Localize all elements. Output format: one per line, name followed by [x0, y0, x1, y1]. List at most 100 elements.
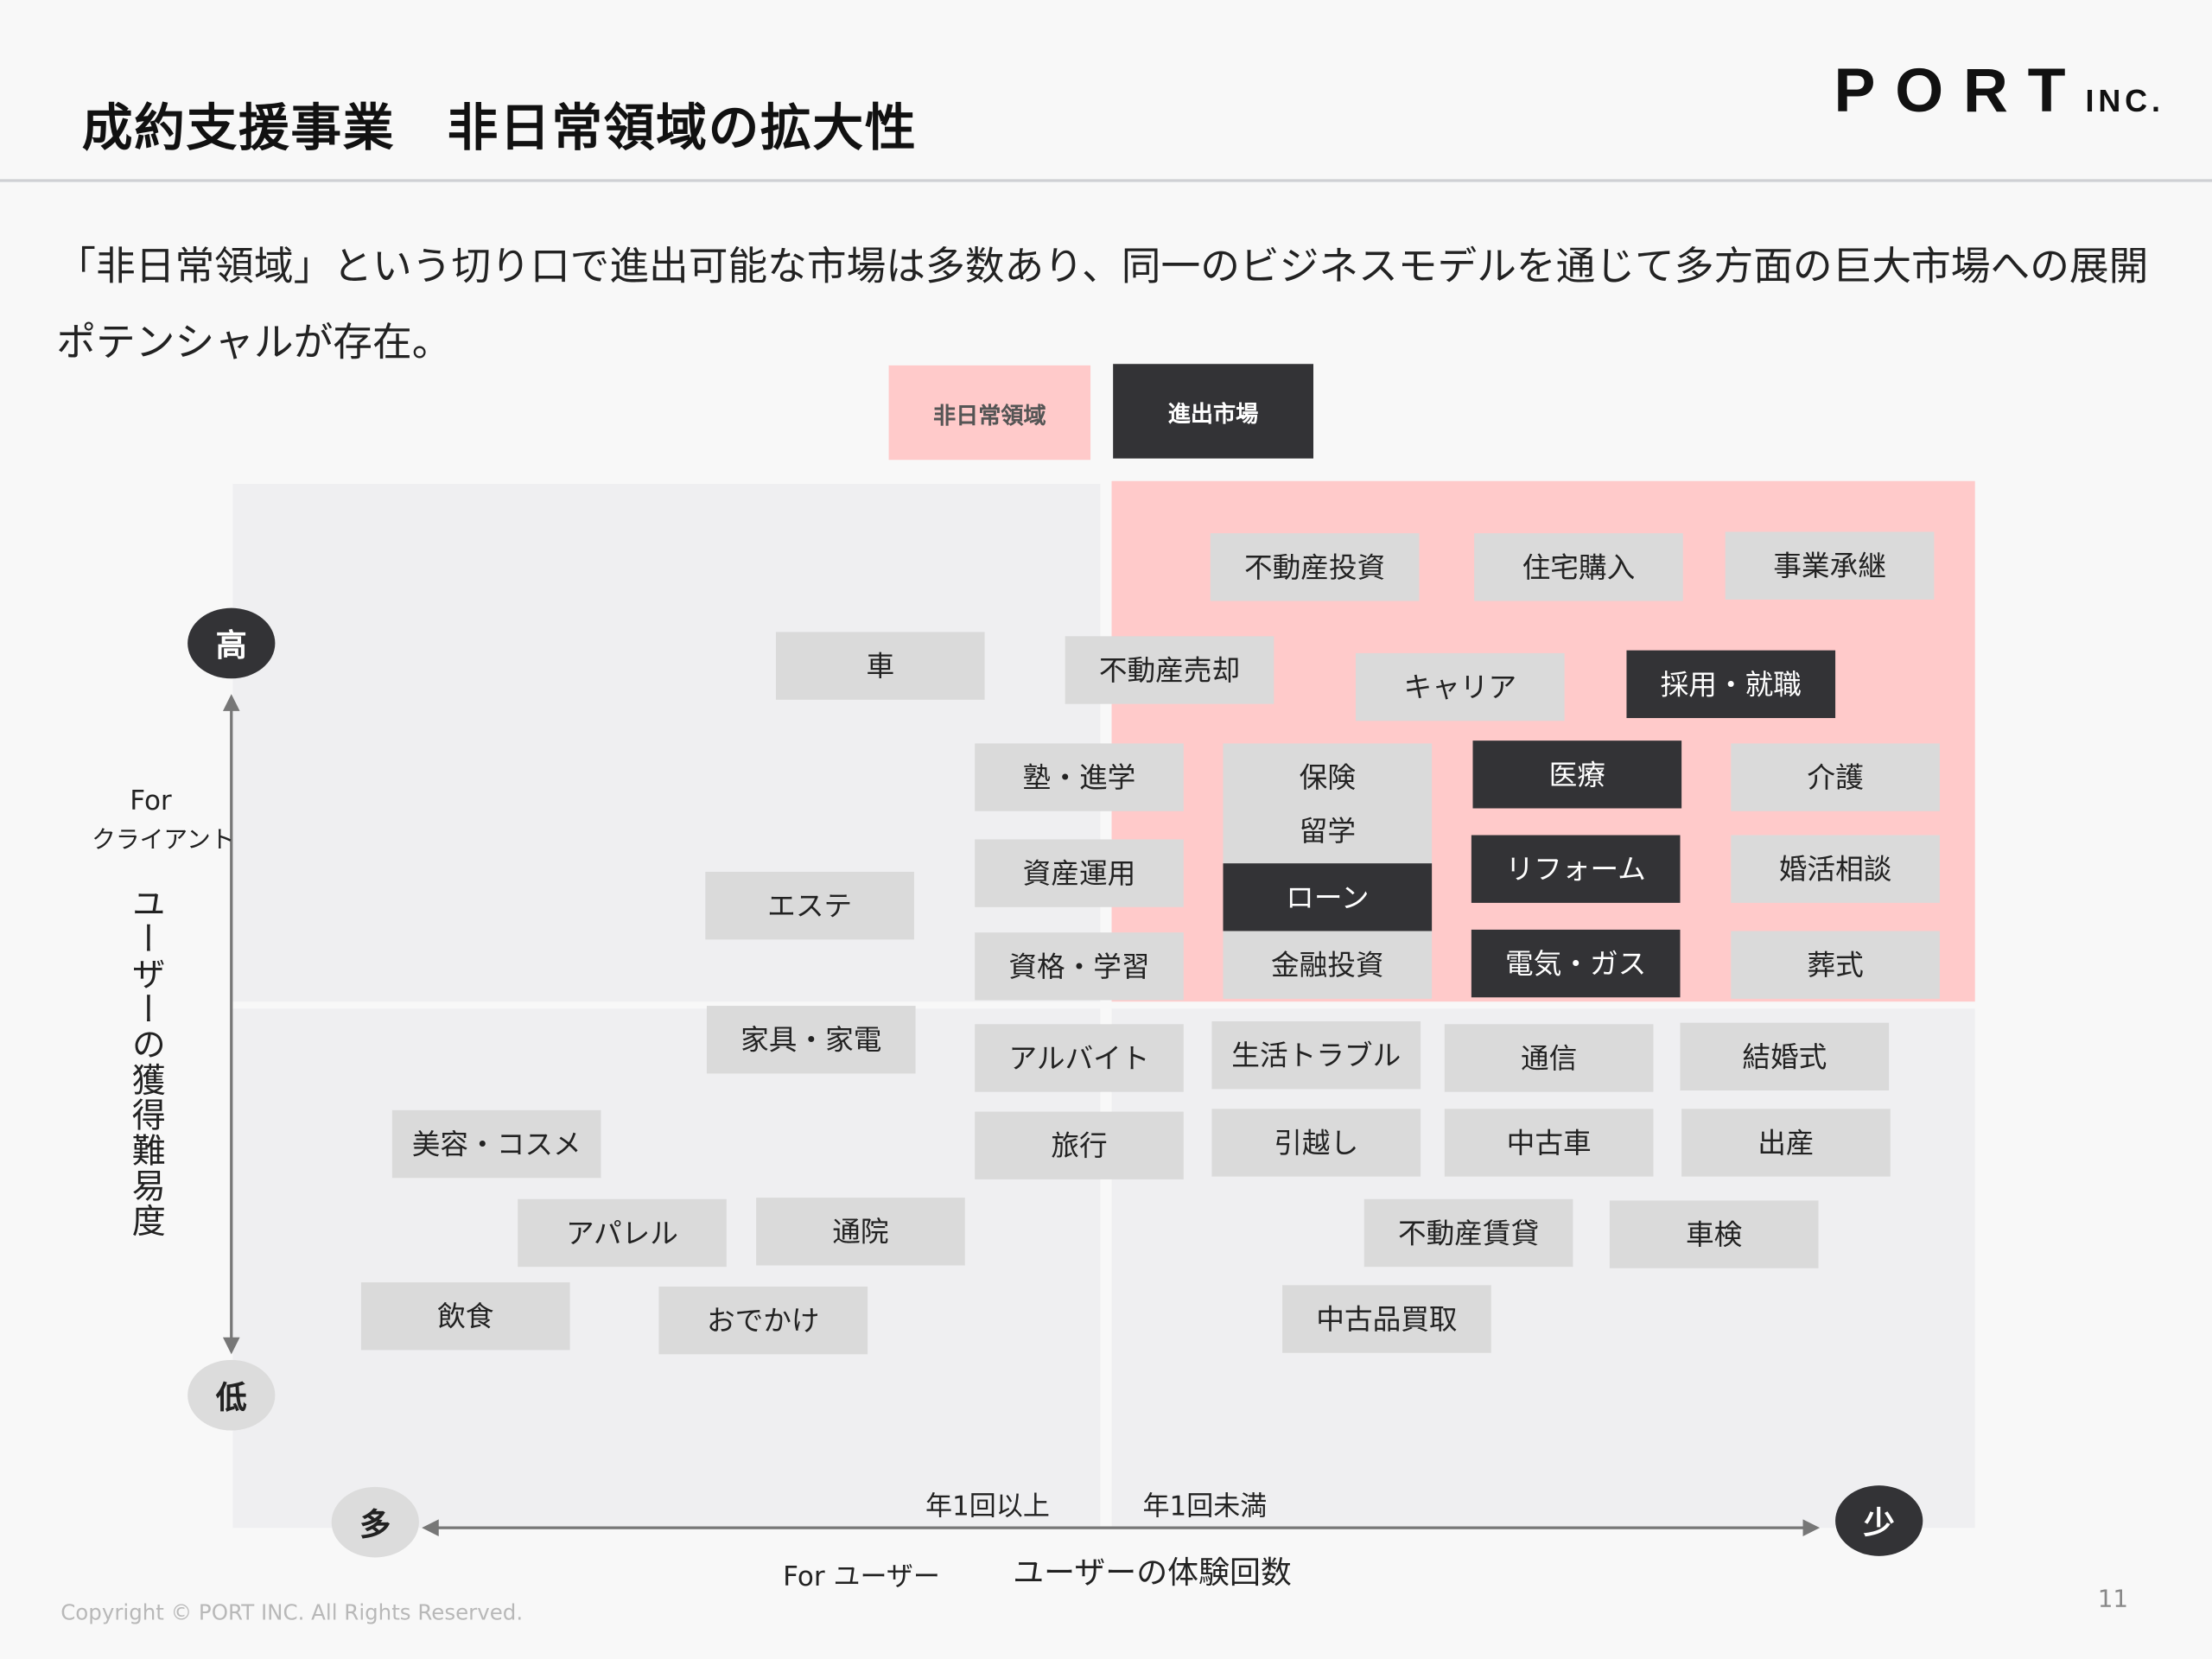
- market-box: 中古車: [1444, 1109, 1654, 1177]
- market-label: 事業承継: [1773, 549, 1886, 583]
- market-label: 通院: [832, 1214, 889, 1249]
- logo-main: PORT: [1834, 56, 2086, 126]
- market-box: 保険留学: [1223, 743, 1433, 865]
- market-box: 金融投資: [1223, 931, 1433, 999]
- market-label: アルバイト: [1008, 1040, 1150, 1076]
- market-label: 中古車: [1506, 1125, 1592, 1160]
- market-label: キャリア: [1403, 670, 1517, 704]
- market-label: 飲食: [437, 1299, 494, 1333]
- market-label: ローン: [1286, 880, 1370, 914]
- market-label: 家具・家電: [741, 1022, 882, 1057]
- x-many-badge: 多: [331, 1486, 419, 1558]
- market-box: 飲食: [360, 1282, 570, 1351]
- market-box: 葬式: [1731, 931, 1940, 999]
- market-box: ローン: [1223, 863, 1433, 931]
- market-label: 通信: [1520, 1040, 1578, 1076]
- market-label: 資産運用: [1022, 856, 1136, 891]
- market-label: 結婚式: [1742, 1039, 1827, 1074]
- market-label: 住宅購入: [1522, 550, 1636, 584]
- x-axis-title: ユーザーの体験回数: [1013, 1555, 1292, 1592]
- market-box: キャリア: [1355, 652, 1565, 721]
- y-axis-line: [230, 705, 233, 1341]
- market-box: 不動産投資: [1210, 533, 1420, 601]
- market-box: 車検: [1609, 1200, 1819, 1268]
- quadrant-bottom-right: [1111, 1008, 1975, 1529]
- legend-non-daily: 非日常領域: [888, 365, 1091, 461]
- market-label: 医療: [1548, 757, 1605, 791]
- header-divider: [0, 179, 2212, 182]
- y-high-badge: 高: [188, 607, 276, 679]
- market-label: 不動産売却: [1098, 652, 1241, 688]
- market-label: 中古品買取: [1316, 1301, 1458, 1337]
- market-box: 資格・学習: [975, 932, 1184, 1001]
- market-label: 電気・ガス: [1505, 946, 1647, 981]
- market-label: 不動産賃貸: [1397, 1216, 1540, 1250]
- market-box: 引越し: [1211, 1109, 1421, 1177]
- market-box: 婚活相談: [1731, 835, 1940, 903]
- market-box: 資産運用: [975, 839, 1184, 907]
- market-label: 採用・就職: [1660, 667, 1802, 702]
- market-box: リフォーム: [1471, 835, 1681, 903]
- market-label: 資格・学習: [1008, 949, 1150, 983]
- market-box: アルバイト: [975, 1024, 1184, 1092]
- arrow-down-icon: [222, 1337, 240, 1355]
- market-box: 不動産賃貸: [1363, 1198, 1573, 1268]
- market-box: 旅行: [975, 1111, 1184, 1179]
- page-title: 成約支援事業 非日常領域の拡大性: [81, 99, 918, 158]
- market-label: 旅行: [1051, 1128, 1108, 1163]
- market-label: 葬式: [1807, 948, 1864, 982]
- market-box: 通院: [756, 1198, 965, 1266]
- page-number: 11: [2097, 1586, 2129, 1614]
- market-box: 介護: [1731, 743, 1940, 811]
- y-low-badge: 低: [188, 1359, 276, 1431]
- market-box: アパレル: [518, 1198, 727, 1268]
- market-label: 留学: [1299, 814, 1356, 849]
- market-box: 生活トラブル: [1211, 1021, 1421, 1090]
- market-box: 医療: [1472, 741, 1682, 809]
- market-box: 不動産売却: [1065, 636, 1274, 704]
- quadrant-bottom-left: [232, 1008, 1101, 1529]
- market-box: 家具・家電: [706, 1006, 916, 1074]
- market-label: 生活トラブル: [1231, 1038, 1402, 1072]
- market-label: リフォーム: [1505, 852, 1646, 887]
- market-label: アパレル: [565, 1216, 678, 1250]
- market-label: 出産: [1758, 1125, 1815, 1160]
- arrow-up-icon: [222, 694, 240, 711]
- arrow-right-icon: [1802, 1519, 1821, 1536]
- y-for-client-label: クライアント: [92, 826, 235, 855]
- market-box: 住宅購入: [1474, 533, 1683, 601]
- market-label: おでかけ: [706, 1303, 820, 1338]
- market-box: 通信: [1444, 1024, 1654, 1092]
- copyright: Copyright © PORT INC. All Rights Reserve…: [60, 1599, 524, 1625]
- market-label: 介護: [1807, 760, 1864, 795]
- x-for-user-label: For ユーザー: [783, 1561, 940, 1593]
- market-box: 採用・就職: [1626, 650, 1836, 719]
- legend-entered-market: 進出市場: [1113, 364, 1313, 459]
- market-label: 婚活相談: [1778, 852, 1892, 887]
- market-box: 結婚式: [1680, 1022, 1890, 1091]
- market-label: 車検: [1686, 1217, 1743, 1252]
- y-for-label: For: [130, 785, 172, 817]
- x-left-label: 年1回以上: [925, 1491, 1050, 1522]
- lead-text: 「非日常領域」という切り口で進出可能な市場は多数あり、同一のビジネスモデルを通じ…: [56, 242, 2149, 365]
- market-box: 出産: [1681, 1109, 1891, 1177]
- market-label: 金融投資: [1271, 948, 1384, 982]
- market-box: 事業承継: [1725, 531, 1935, 600]
- market-box: おでかけ: [658, 1286, 868, 1355]
- market-label: 引越し: [1274, 1125, 1359, 1160]
- market-box: エステ: [705, 871, 914, 940]
- quadrant-top-left: [232, 483, 1101, 1002]
- market-label: 車: [866, 649, 895, 683]
- market-box: 塾・進学: [975, 743, 1184, 811]
- market-box: 電気・ガス: [1471, 929, 1681, 998]
- market-label: 塾・進学: [1022, 760, 1136, 795]
- x-right-label: 年1回未満: [1142, 1491, 1268, 1522]
- market-box: 美容・コスメ: [391, 1109, 601, 1179]
- y-axis-title: ユーザーの獲得難易度: [125, 886, 166, 1239]
- market-label: 美容・コスメ: [411, 1127, 582, 1161]
- logo-suffix: INC.: [2085, 83, 2164, 119]
- market-label: 保険: [1299, 760, 1356, 795]
- x-axis-line: [437, 1526, 1806, 1529]
- arrow-left-icon: [422, 1519, 439, 1536]
